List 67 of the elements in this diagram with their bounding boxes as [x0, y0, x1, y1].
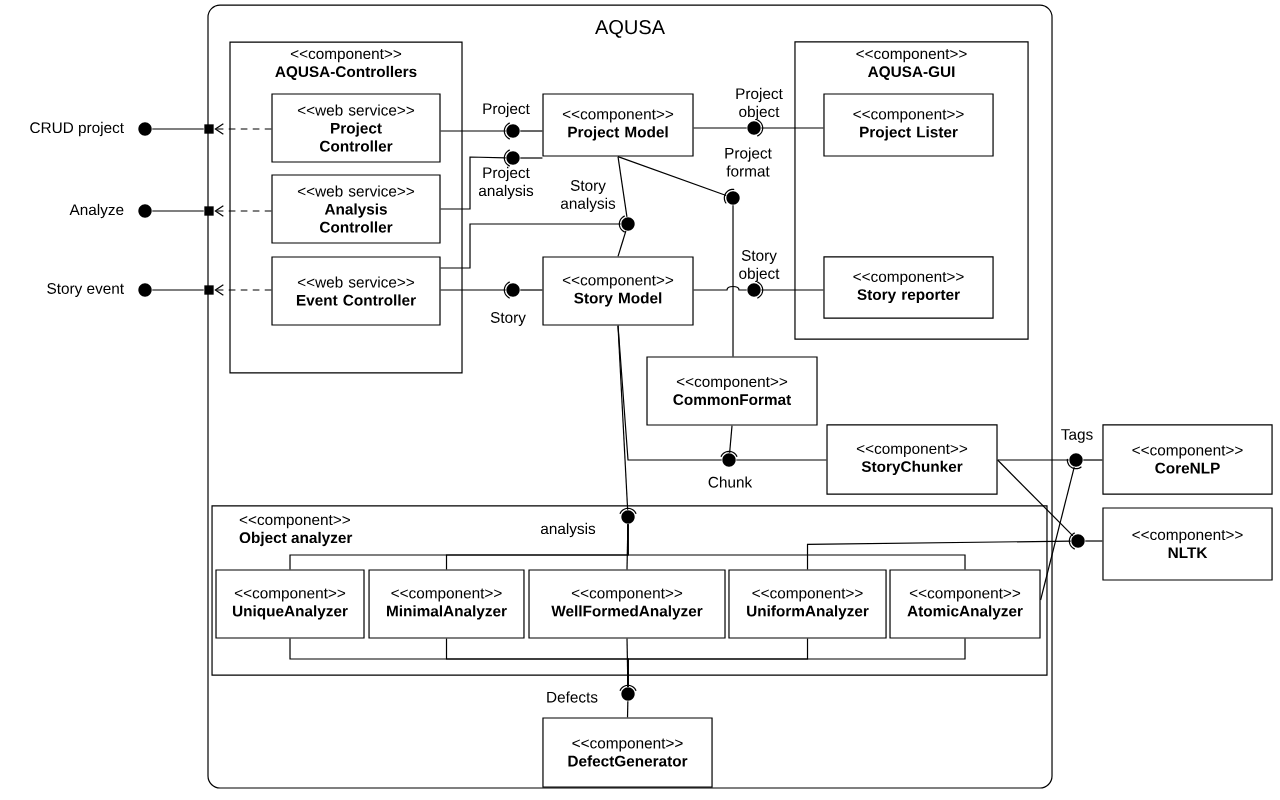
- interface-label: Project format: [725, 147, 772, 177]
- connector-line: [627, 523, 966, 570]
- component-box: <<component>> AtomicAnalyzer: [889, 569, 1041, 639]
- component-box: <<component>> WellFormedAnalyzer: [528, 569, 726, 639]
- dependency-arrow: [214, 205, 272, 217]
- connector-line: [617, 230, 627, 257]
- component-box: <<component>> StoryChunker: [826, 424, 998, 495]
- port-square: [204, 206, 214, 216]
- component-box: <<web service>> Project Controller: [271, 93, 441, 163]
- connector-line: [1082, 459, 1103, 461]
- connector-line: [735, 459, 827, 461]
- connector-line: [729, 425, 733, 454]
- component-box: <<component>> CoreNLP: [1102, 424, 1273, 495]
- connector-line: [626, 700, 629, 718]
- connector-line: [519, 157, 543, 159]
- connector-line: [519, 130, 543, 132]
- interface-label: Defects: [547, 691, 598, 703]
- interface-label: CRUD project: [30, 121, 124, 137]
- connector-line: [997, 459, 1074, 537]
- connector-line: [617, 156, 628, 218]
- interface-label: Project analysis: [478, 166, 534, 200]
- connector-line: [693, 285, 748, 291]
- connector-line: [440, 156, 507, 210]
- connector-line: [151, 210, 205, 212]
- connector-line: [617, 325, 629, 511]
- connector-line: [151, 289, 205, 291]
- component-box: <<component>> DefectGenerator: [542, 717, 713, 788]
- connector-line: [440, 223, 622, 269]
- interface-label: Project: [483, 102, 530, 118]
- connector-line: [519, 289, 543, 291]
- interface-label: Tags: [1061, 429, 1093, 443]
- connector-line: [440, 289, 507, 291]
- dependency-arrow: [214, 123, 272, 135]
- component-box: <<component>> MinimalAnalyzer: [368, 569, 525, 639]
- component-box: <<component>> CommonFormat: [646, 356, 818, 426]
- connector-line: [997, 459, 1070, 461]
- connector-line: [627, 638, 966, 688]
- component-box: <<component>> UniformAnalyzer: [728, 569, 887, 639]
- connector-line: [760, 289, 824, 291]
- component-box: <<component>> Project Model: [542, 93, 694, 157]
- port-square: [204, 285, 214, 295]
- interface-label: Story event: [47, 283, 124, 297]
- connector-line: [760, 127, 824, 129]
- component-box: <<web service>> Analysis Controller: [271, 174, 441, 244]
- connector-line: [693, 127, 748, 129]
- connector-line: [1084, 540, 1103, 542]
- interface-label: Story: [490, 312, 526, 326]
- interface-label: Story object: [739, 250, 780, 282]
- component-box: <<component>> UniqueAnalyzer: [215, 569, 365, 639]
- connector-line: [806, 540, 1072, 570]
- component-box: <<component>> Project Lister: [823, 93, 994, 157]
- dependency-arrow: [214, 284, 272, 296]
- port-square: [204, 124, 214, 134]
- connector-line: [1040, 466, 1075, 601]
- interface-label: Chunk: [708, 476, 753, 488]
- component-box: <<component>> Story Model: [542, 256, 694, 326]
- interface-label: Project object: [736, 87, 783, 121]
- interface-label: Story analysis: [560, 180, 616, 212]
- component-box: <<component>> NLTK: [1102, 507, 1273, 581]
- interface-label: Analyze: [69, 203, 124, 219]
- connector-line: [617, 156, 727, 197]
- component-box: <<component>> Story reporter: [823, 256, 994, 319]
- component-box: <<web service>> Event Controller: [271, 256, 441, 326]
- connector-line: [440, 130, 507, 132]
- connector-line: [732, 204, 734, 357]
- connector-line: [151, 128, 205, 130]
- interface-label: analysis: [540, 522, 596, 538]
